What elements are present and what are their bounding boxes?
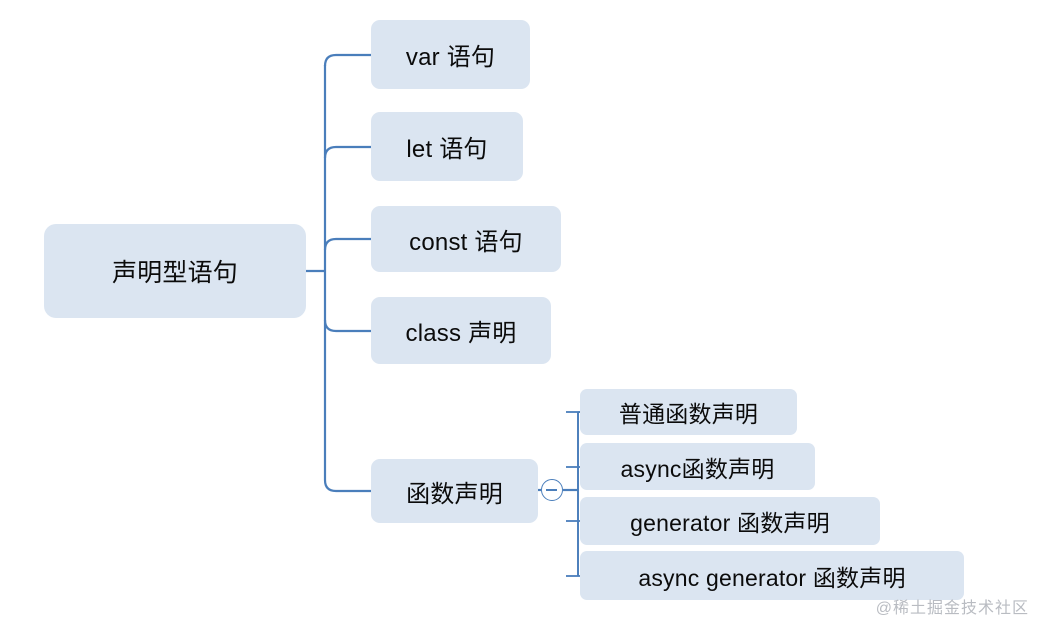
- mindmap-node-let-statement[interactable]: let 语句: [371, 112, 523, 181]
- watermark-text: @稀土掘金技术社区: [875, 600, 1029, 617]
- mindmap-node-var-statement[interactable]: var 语句: [371, 20, 530, 89]
- mindmap-root-node[interactable]: 声明型语句: [44, 224, 306, 318]
- mindmap-node-generator-function-declaration[interactable]: generator 函数声明: [580, 497, 880, 545]
- mindmap-node-const-statement[interactable]: const 语句: [371, 206, 561, 272]
- mindmap-node-function-declaration[interactable]: 函数声明: [371, 459, 538, 523]
- mindmap-node-plain-function-declaration[interactable]: 普通函数声明: [580, 389, 797, 435]
- mindmap-node-class-declaration[interactable]: class 声明: [371, 297, 551, 364]
- mindmap-node-async-function-declaration[interactable]: async函数声明: [580, 443, 815, 490]
- minus-circle-icon[interactable]: [541, 479, 563, 501]
- mindmap-node-async-generator-function-declaration[interactable]: async generator 函数声明: [580, 551, 964, 600]
